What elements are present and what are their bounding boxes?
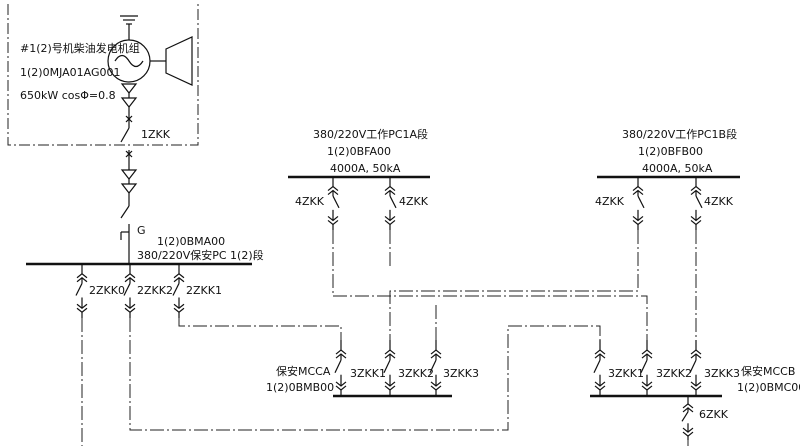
breaker-1zkk <box>120 115 138 264</box>
pc1b-code: 1(2)0BFB00 <box>638 145 703 158</box>
pc1b-name: 380/220V工作PC1B段 <box>622 127 737 141</box>
breaker-mcca-3zkk1 <box>334 340 347 396</box>
breaker-mcca-3zkk2 <box>383 340 396 396</box>
breaker-2zkk1-label: 2ZKK1 <box>186 284 222 297</box>
breaker-mccb-3zkk2-label: 3ZKK2 <box>656 367 692 380</box>
breaker-pc1a-left-label: 4ZKK <box>295 195 325 208</box>
generator-frame <box>7 4 199 146</box>
mccb-name: 保安MCCB <box>741 364 795 378</box>
breaker-pc1b-left <box>632 177 645 230</box>
breaker-mccb-3zkk2 <box>640 340 653 396</box>
breaker-pc1a-right <box>384 177 397 230</box>
cable-connections <box>81 230 697 446</box>
breaker-1zkk-label: 1ZKK <box>141 128 171 141</box>
mcca-name: 保安MCCA <box>276 364 331 378</box>
pc1b-rating: 4000A, 50kA <box>642 162 713 175</box>
breaker-symbols <box>75 177 703 440</box>
breaker-pc1b-left-label: 4ZKK <box>595 195 625 208</box>
pc-safety-code: 1(2)0BMA00 <box>157 235 225 248</box>
breaker-2zkk1 <box>172 264 185 318</box>
generator-code: 1(2)0MJA01AG001 <box>20 66 121 79</box>
pc1a-code: 1(2)0BFA00 <box>327 145 391 158</box>
mcca-code: 1(2)0BMB00 <box>266 381 334 394</box>
breaker-mccb-3zkk1 <box>593 340 606 396</box>
pc1a-name: 380/220V工作PC1A段 <box>313 127 428 141</box>
breaker-mccb-3zkk3-label: 3ZKK3 <box>704 367 740 380</box>
breaker-2zkk0 <box>75 264 88 318</box>
generator-symbol <box>107 15 193 118</box>
pc1a-rating: 4000A, 50kA <box>330 162 401 175</box>
breaker-pc1a-right-label: 4ZKK <box>399 195 429 208</box>
breaker-2zkk2-label: 2ZKK2 <box>137 284 173 297</box>
breaker-6zkk <box>681 396 694 440</box>
breaker-pc1b-right-label: 4ZKK <box>704 195 734 208</box>
breaker-2zkk2 <box>123 264 136 318</box>
breaker-mcca-3zkk1-label: 3ZKK1 <box>350 367 386 380</box>
breaker-mcca-3zkk2-label: 3ZKK2 <box>398 367 434 380</box>
pc-safety-name: 380/220V保安PC 1(2)段 <box>137 248 264 262</box>
breaker-mccb-3zkk3 <box>689 340 702 396</box>
generator-name: #1(2)号机柴油发电机组 <box>20 41 140 55</box>
mccb-code: 1(2)0BMC00 <box>737 381 800 394</box>
breaker-pc1a-left <box>327 177 340 230</box>
breaker-mcca-3zkk3-label: 3ZKK3 <box>443 367 479 380</box>
breaker-mccb-3zkk1-label: 3ZKK1 <box>608 367 644 380</box>
ground-label: G <box>137 224 146 237</box>
breaker-pc1b-right <box>690 177 703 230</box>
breaker-2zkk0-label: 2ZKK0 <box>89 284 125 297</box>
generator-rating: 650kW cosΦ=0.8 <box>20 89 116 102</box>
breaker-mcca-3zkk3 <box>429 340 442 396</box>
breaker-6zkk-label: 6ZKK <box>699 408 729 421</box>
